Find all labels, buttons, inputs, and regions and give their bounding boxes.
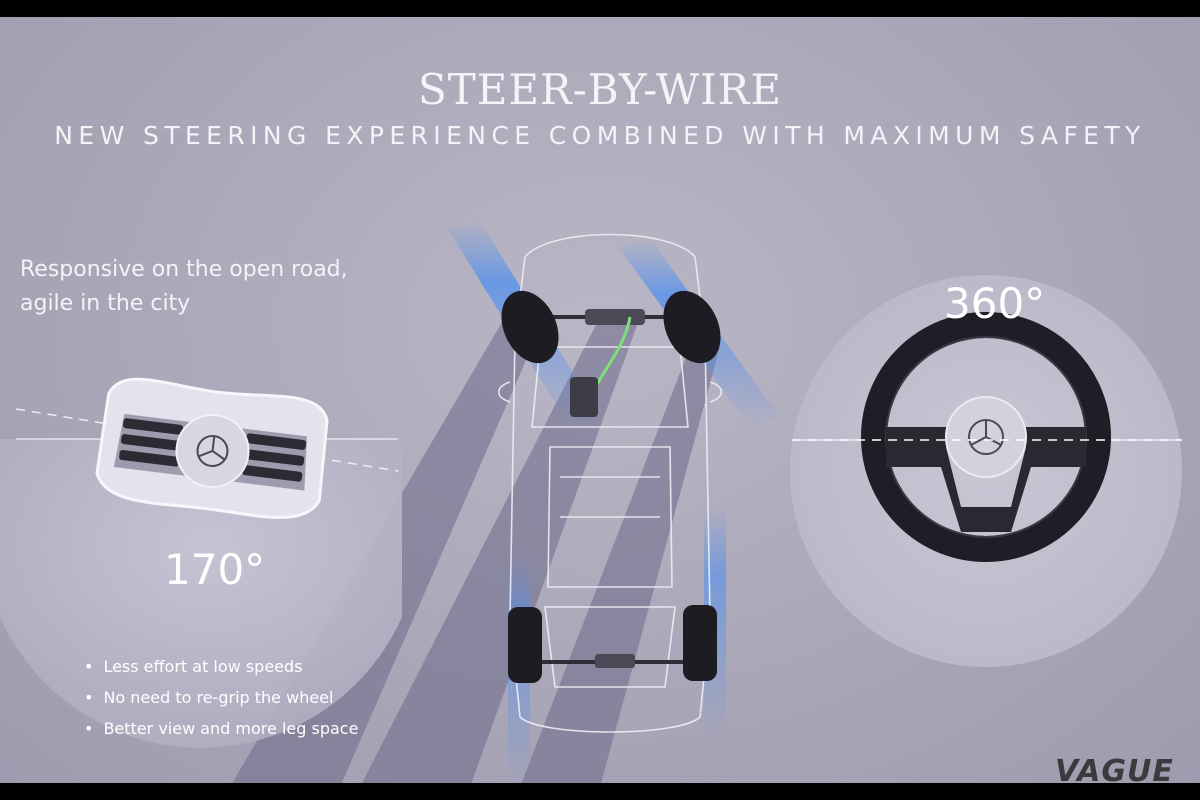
steering-actuator — [570, 377, 598, 417]
front-axle — [501, 290, 721, 417]
yoke-steering-wheel — [95, 377, 329, 519]
tagline-line-1: Responsive on the open road, — [20, 257, 348, 282]
rear-left-tire — [508, 607, 542, 683]
front-left-tire — [501, 290, 559, 364]
car-body-outline — [509, 233, 711, 733]
roof-outline — [547, 446, 673, 588]
tagline: Responsive on the open road, agile in th… — [20, 253, 348, 321]
round-steering-wheel — [861, 312, 1111, 562]
infographic-canvas: STEER-BY-WIRE NEW STEERING EXPERIENCE CO… — [0, 17, 1200, 783]
watermark-logo: VAGUE — [1055, 754, 1174, 789]
front-right-tire — [663, 290, 721, 364]
windshield — [531, 346, 689, 428]
tagline-line-2: agile in the city — [20, 291, 191, 316]
star-logo-icon — [196, 434, 229, 467]
rear-axle — [508, 605, 717, 683]
right-mirror — [709, 381, 723, 403]
page-subtitle: NEW STEERING EXPERIENCE COMBINED WITH MA… — [54, 121, 1146, 150]
page-title: STEER-BY-WIRE — [417, 65, 783, 114]
star-logo-icon-right — [968, 419, 1004, 455]
round-wheel-graphics — [792, 312, 1182, 562]
yoke-angle-label: 170° — [164, 545, 266, 594]
list-item: Less effort at low speeds — [84, 651, 358, 682]
list-item: Better view and more leg space — [84, 713, 358, 744]
benefits-list: Less effort at low speeds No need to re-… — [84, 651, 358, 744]
round-wheel-angle-label: 360° — [944, 279, 1046, 328]
rear-right-tire — [683, 605, 717, 681]
car-wireframe — [497, 233, 723, 733]
rear-window — [544, 606, 676, 688]
list-item: No need to re-grip the wheel — [84, 682, 358, 713]
left-mirror — [497, 381, 511, 403]
